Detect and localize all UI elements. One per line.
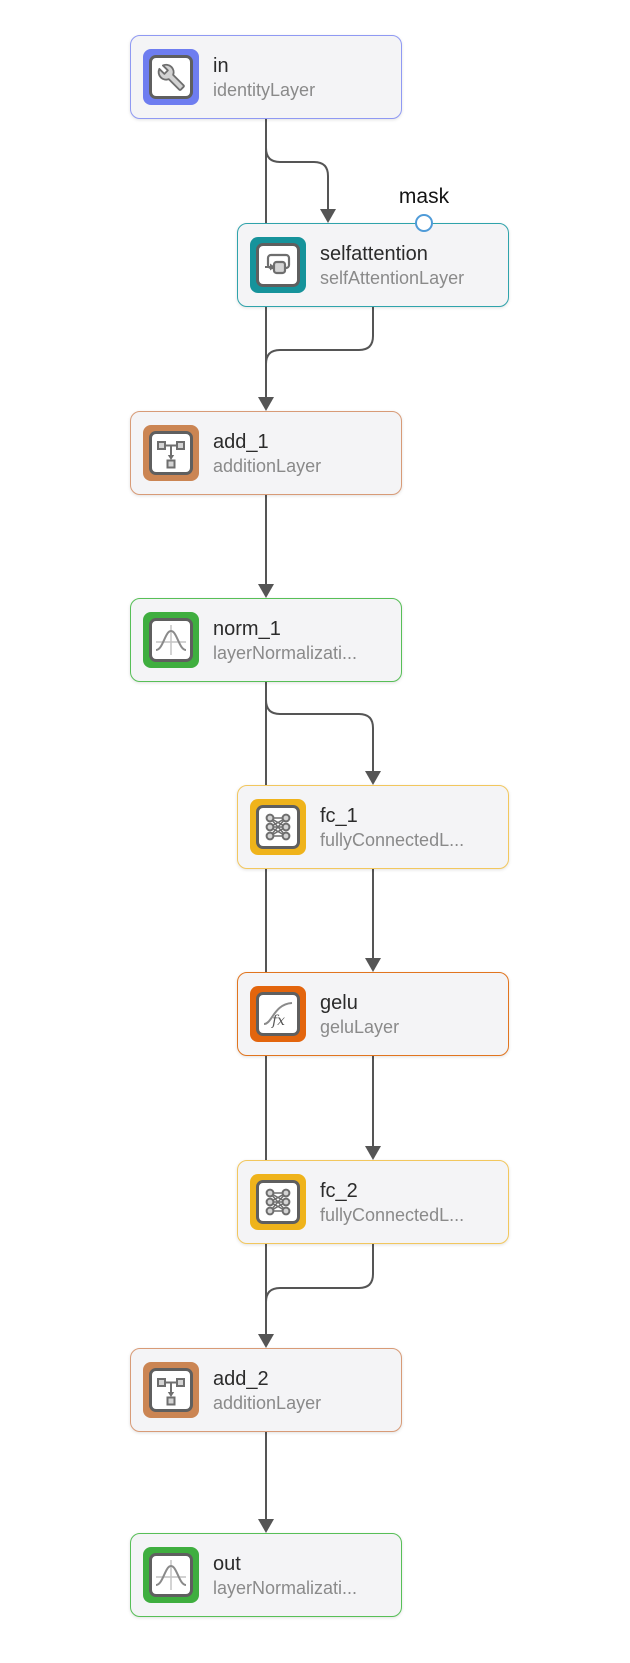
layer-icon-tile: [143, 1547, 199, 1603]
layer-name: in: [213, 54, 229, 77]
layer-name: norm_1: [213, 617, 281, 640]
layer-type: identityLayer: [213, 79, 316, 100]
arrowhead-fc_2-in: [365, 1146, 381, 1160]
layer-node-fc_1[interactable]: fc_1 fullyConnectedL...: [237, 785, 509, 869]
layer-labels: gelu geluLayer: [320, 990, 399, 1039]
edge-selfattention-add_1[interactable]: [265, 307, 374, 365]
layer-name: add_1: [213, 430, 269, 453]
layer-icon-frame: [256, 1180, 300, 1224]
addition-tree-icon: [157, 1378, 185, 1406]
arrowhead-gelu-in: [365, 958, 381, 972]
layer-icon-tile: [143, 425, 199, 481]
layer-icon-tile: [250, 1174, 306, 1230]
layer-name: fc_1: [320, 804, 358, 827]
layer-node-gelu[interactable]: fx gelu geluLayer: [237, 972, 509, 1056]
layer-node-norm_1[interactable]: norm_1 layerNormalizati...: [130, 598, 402, 682]
layer-icon-tile: [143, 612, 199, 668]
layer-name: selfattention: [320, 242, 428, 265]
layer-icon-frame: [149, 618, 193, 662]
layer-name: out: [213, 1552, 241, 1575]
layer-type: additionLayer: [213, 455, 322, 476]
layer-type: fullyConnectedL...: [320, 829, 465, 850]
arrowhead-out-in: [258, 1519, 274, 1533]
arrowhead-norm_1-in: [258, 584, 274, 598]
svg-text:fx: fx: [271, 1013, 285, 1029]
layer-labels: add_2 additionLayer: [213, 1366, 321, 1415]
layer-name: fc_2: [320, 1179, 358, 1202]
layer-labels: add_1 additionLayer: [213, 429, 321, 478]
arrowhead-fc_1-in: [365, 771, 381, 785]
layer-labels: fc_1 fullyConnectedL...: [320, 803, 464, 852]
bell-curve-icon: [155, 625, 187, 655]
layer-name: add_2: [213, 1367, 269, 1390]
bell-curve-icon: [155, 1560, 187, 1590]
layer-type: layerNormalizati...: [213, 1577, 358, 1598]
fully-connected-icon: [265, 1188, 291, 1216]
layer-type: fullyConnectedL...: [320, 1204, 465, 1225]
layer-labels: in identityLayer: [213, 53, 315, 102]
layer-icon-frame: [149, 55, 193, 99]
layer-node-add_2[interactable]: add_2 additionLayer: [130, 1348, 402, 1432]
layer-type: selfAttentionLayer: [320, 267, 465, 288]
attention-loop-icon: [265, 253, 291, 275]
layer-type: additionLayer: [213, 1392, 322, 1413]
edge-in-selfattention[interactable]: [265, 130, 329, 211]
layer-icon-frame: [256, 805, 300, 849]
layer-icon-frame: [149, 1368, 193, 1412]
layer-icon-frame: [256, 243, 300, 287]
layer-icon-tile: [143, 1362, 199, 1418]
fully-connected-icon: [265, 813, 291, 841]
mask-input-port[interactable]: [415, 214, 433, 232]
wrench-icon: [157, 63, 185, 91]
layer-node-fc_2[interactable]: fc_2 fullyConnectedL...: [237, 1160, 509, 1244]
arrowhead-add_2-in: [258, 1334, 274, 1348]
arrowhead-selfattention-in: [320, 209, 336, 223]
layer-icon-tile: [250, 237, 306, 293]
fx-curve-icon: fx: [263, 1002, 293, 1029]
layer-node-in[interactable]: in identityLayer: [130, 35, 402, 119]
layer-labels: norm_1 layerNormalizati...: [213, 616, 357, 665]
layer-labels: out layerNormalizati...: [213, 1551, 357, 1600]
layer-icon-frame: fx: [256, 992, 300, 1036]
layer-labels: fc_2 fullyConnectedL...: [320, 1178, 464, 1227]
layer-icon-tile: [143, 49, 199, 105]
arrowhead-add_1-in: [258, 397, 274, 411]
layer-node-selfattention[interactable]: selfattention selfAttentionLayer: [237, 223, 509, 307]
edge-norm_1-fc_1[interactable]: [265, 699, 374, 773]
layer-type: geluLayer: [320, 1016, 400, 1037]
mask-port-label: mask: [398, 185, 450, 208]
edge-fc_2-add_2[interactable]: [265, 1244, 374, 1303]
layer-type: layerNormalizati...: [213, 642, 358, 663]
layer-icon-tile: fx: [250, 986, 306, 1042]
layer-icon-frame: [149, 1553, 193, 1597]
layer-name: gelu: [320, 991, 358, 1014]
layer-node-out[interactable]: out layerNormalizati...: [130, 1533, 402, 1617]
layer-icon-frame: [149, 431, 193, 475]
layer-labels: selfattention selfAttentionLayer: [320, 241, 464, 290]
layer-icon-tile: [250, 799, 306, 855]
addition-tree-icon: [157, 441, 185, 469]
layer-node-add_1[interactable]: add_1 additionLayer: [130, 411, 402, 495]
